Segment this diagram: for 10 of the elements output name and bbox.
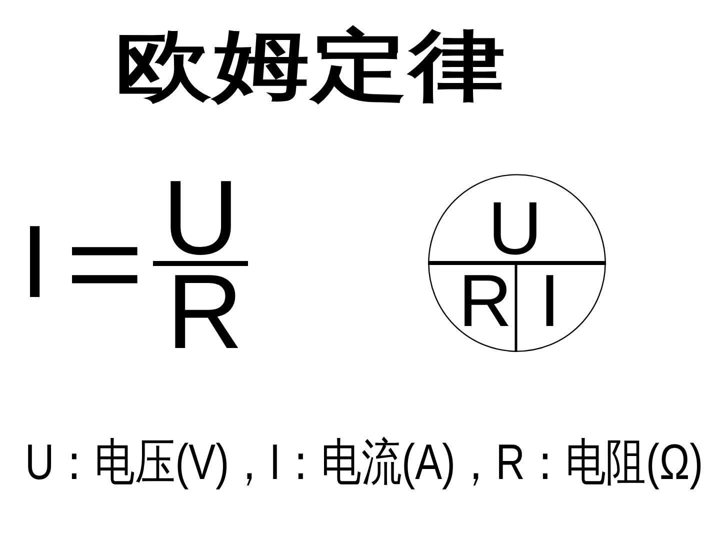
legend-text: U：电压(V)，I：电流(A)，R：电阻(Ω) — [25, 437, 704, 487]
variable-label: I — [540, 273, 560, 330]
denominator-symbol: R — [166, 272, 244, 354]
divided-circle — [428, 174, 606, 352]
variable-label: R — [458, 273, 512, 330]
numerator-symbol: U — [162, 178, 240, 260]
equals-sign: = — [64, 221, 144, 308]
variable-label: U — [488, 200, 542, 258]
title: 欧姆定律 — [115, 27, 507, 104]
formula-symbol: I — [20, 222, 50, 302]
